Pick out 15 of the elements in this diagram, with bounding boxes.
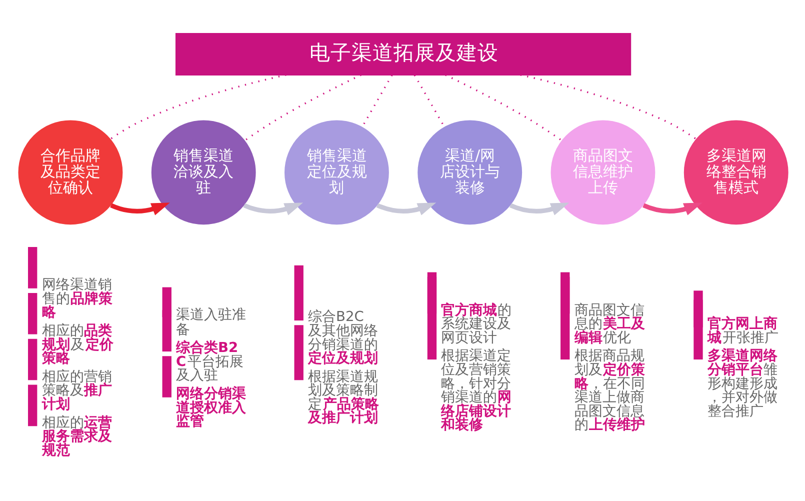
node-label: 综合B2C及其他网络分销渠道的定位及规划	[308, 309, 378, 367]
node-label: 相应的运营服务需求及规范	[41, 414, 112, 458]
node-label: 根据渠道规划及策略制定产品策略及推广计划	[308, 368, 378, 426]
node-label: 商品图文信息的美工及编辑优化	[574, 302, 644, 346]
node-label: 根据商品规划及定价策略，在不同渠道上做商品图文信息的上传维护	[574, 348, 645, 434]
node-label: 渠道入驻准备	[176, 306, 246, 338]
node-label: 综合类B2C平台拓展及入驻	[176, 340, 244, 384]
node-label: 多渠道网络分销平台雏形构建形成，并对外做整合推广	[706, 348, 778, 420]
node-label: 相应的营销策略及推广计划	[41, 368, 112, 412]
node-label: 网络分销渠道授权准入监管	[176, 386, 246, 430]
node-label: 官方商城的系统建设及网页设计	[440, 302, 511, 346]
node-label: 官方网上商城开张推广	[706, 316, 778, 346]
node-label: 根据渠道定位及营销策略，针对分销渠道的网络店铺设计和装修	[440, 348, 511, 434]
node-label: 网络渠道销售的品牌策略	[41, 277, 112, 321]
node-label: 相应的品类规划及定价策略	[41, 322, 113, 367]
